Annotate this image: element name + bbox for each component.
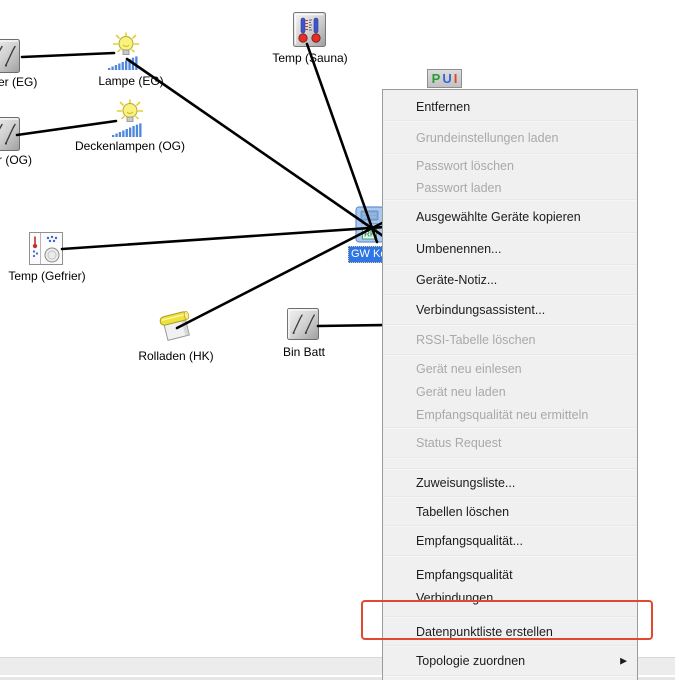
gefrier-icon bbox=[29, 232, 63, 265]
device-label-rolladen-hk: Rolladen (HK) bbox=[138, 349, 214, 363]
menu-item-geraete-notiz[interactable]: Geräte-Notiz... bbox=[383, 266, 637, 294]
connection-line bbox=[175, 220, 386, 330]
connection-line bbox=[316, 323, 386, 328]
menu-item-geraet-neu-laden: Gerät neu laden bbox=[383, 381, 637, 403]
menu-item-label: Tabellen löschen bbox=[416, 504, 510, 519]
menu-item-label: Entfernen bbox=[416, 99, 471, 114]
menu-separator bbox=[383, 232, 637, 234]
menu-item-rssi-tabelle-loeschen: RSSI-Tabelle löschen bbox=[383, 326, 637, 354]
connection-line bbox=[20, 51, 116, 59]
menu-separator bbox=[383, 199, 637, 201]
device-lampe-eg[interactable] bbox=[104, 32, 148, 79]
menu-item-label: Grundeinstellungen laden bbox=[416, 130, 559, 145]
menu-item-ausgewaehlte-geraete-kopieren[interactable]: Ausgewählte Geräte kopieren bbox=[383, 201, 637, 232]
menu-separator bbox=[383, 525, 637, 527]
menu-item-label: Passwort löschen bbox=[416, 159, 514, 173]
submenu-arrow-icon: ▶ bbox=[620, 655, 627, 666]
menu-item-status-request: Status Request bbox=[383, 429, 637, 457]
menu-item-label: Datenpunktliste erstellen bbox=[416, 624, 553, 639]
device-gw-gateway[interactable]: RF bbox=[355, 206, 385, 249]
menu-separator bbox=[383, 264, 637, 266]
device-label-temp-gefrier: Temp (Gefrier) bbox=[8, 269, 86, 283]
connection-line bbox=[15, 119, 118, 137]
device-label-deckenlampen-og: Deckenlampen (OG) bbox=[74, 139, 186, 153]
gateway-rf-tag: RF bbox=[364, 230, 375, 239]
bulb-icon bbox=[108, 99, 152, 141]
switch-icon bbox=[287, 308, 319, 340]
menu-item-label: Empfangsqualität neu ermitteln bbox=[416, 408, 589, 422]
menu-separator bbox=[383, 294, 637, 296]
menu-item-label: Ausgewählte Geräte kopieren bbox=[416, 209, 581, 224]
menu-separator bbox=[383, 427, 637, 429]
menu-item-datenpunktliste-erstellen[interactable]: Datenpunktliste erstellen bbox=[383, 618, 637, 645]
menu-item-label: Zuweisungsliste... bbox=[416, 476, 516, 490]
status-bar-divider bbox=[0, 657, 675, 658]
menu-item-label: Empfangsqualität... bbox=[416, 534, 524, 548]
menu-separator-gap bbox=[383, 459, 637, 468]
menu-separator bbox=[383, 675, 637, 677]
menu-item-label: Gerät neu laden bbox=[416, 385, 506, 399]
menu-item-tabellen-loeschen[interactable]: Tabellen löschen bbox=[383, 498, 637, 525]
menu-item-label-line2: Verbindungen bbox=[416, 591, 494, 605]
status-bar-edge bbox=[0, 677, 675, 680]
device-label-lampe-eg: Lampe (EG) bbox=[98, 74, 164, 88]
menu-item-label: Verbindungsassistent... bbox=[416, 303, 546, 317]
menu-item-geraet-neu-einlesen: Gerät neu einlesen bbox=[383, 356, 637, 381]
device-label-temp-sauna: Temp (Sauna) bbox=[272, 51, 348, 65]
menu-separator bbox=[383, 354, 637, 356]
device-schalter-og[interactable] bbox=[0, 117, 20, 156]
menu-separator bbox=[383, 153, 637, 155]
menu-separator bbox=[383, 555, 637, 557]
menu-item-label: Topologie zuordnen bbox=[416, 654, 526, 668]
menu-item-entfernen[interactable]: Entfernen bbox=[383, 93, 637, 120]
menu-item-label: Umbenennen... bbox=[416, 242, 502, 256]
menu-separator bbox=[383, 616, 637, 618]
connection-line bbox=[60, 225, 386, 251]
menu-item-umbenennen[interactable]: Umbenennen... bbox=[383, 234, 637, 264]
menu-item-label: Empfangsqualität bbox=[416, 568, 513, 582]
sauna-icon bbox=[293, 12, 326, 47]
device-label-bin-batt: Bin Batt bbox=[282, 345, 326, 359]
device-label-schalter-eg: er (EG) bbox=[0, 75, 38, 89]
menu-separator bbox=[383, 457, 637, 459]
menu-item-passwort-loeschen: Passwort löschen bbox=[383, 155, 637, 177]
device-label-schalter-og: r (OG) bbox=[0, 153, 32, 167]
menu-item-grundeinstellungen-laden: Grundeinstellungen laden bbox=[383, 122, 637, 153]
device-temp-gefrier[interactable] bbox=[29, 232, 63, 270]
rolladen-icon bbox=[155, 305, 197, 347]
pui-letter: I bbox=[453, 71, 458, 86]
menu-item-verbindungsassistent[interactable]: Verbindungsassistent... bbox=[383, 296, 637, 324]
menu-separator bbox=[383, 645, 637, 647]
bulb-icon bbox=[104, 32, 148, 74]
switch-icon bbox=[0, 117, 20, 151]
menu-separator bbox=[383, 468, 637, 470]
menu-separator bbox=[383, 120, 637, 122]
gateway-icon: RF bbox=[355, 206, 385, 243]
menu-item-empfangsqualitaet[interactable]: Empfangsqualität... bbox=[383, 527, 637, 555]
status-bar-highlight bbox=[0, 675, 675, 677]
device-temp-sauna[interactable] bbox=[293, 12, 326, 52]
device-rolladen-hk[interactable] bbox=[155, 305, 197, 352]
menu-item-zuweisungsliste[interactable]: Zuweisungsliste... bbox=[383, 470, 637, 496]
pui-letter: U bbox=[442, 71, 452, 86]
menu-item-label: Status Request bbox=[416, 436, 502, 450]
switch-icon bbox=[0, 39, 20, 73]
menu-item-label: Geräte-Notiz... bbox=[416, 273, 498, 287]
menu-item-empfangsqualitaet-neu-ermitteln: Empfangsqualität neu ermitteln bbox=[383, 403, 637, 427]
device-schalter-eg[interactable] bbox=[0, 39, 20, 78]
menu-separator bbox=[383, 496, 637, 498]
menu-item-passwort-laden: Passwort laden bbox=[383, 177, 637, 199]
menu-separator bbox=[383, 324, 637, 326]
device-bin-batt[interactable] bbox=[287, 308, 319, 345]
menu-item-topologie-zuordnen[interactable]: Topologie zuordnen ▶ bbox=[383, 647, 637, 675]
menu-item-label: RSSI-Tabelle löschen bbox=[416, 333, 536, 347]
menu-item-label: Passwort laden bbox=[416, 181, 502, 195]
menu-item-label: Gerät neu einlesen bbox=[416, 361, 522, 376]
pui-letter: P bbox=[431, 71, 441, 86]
